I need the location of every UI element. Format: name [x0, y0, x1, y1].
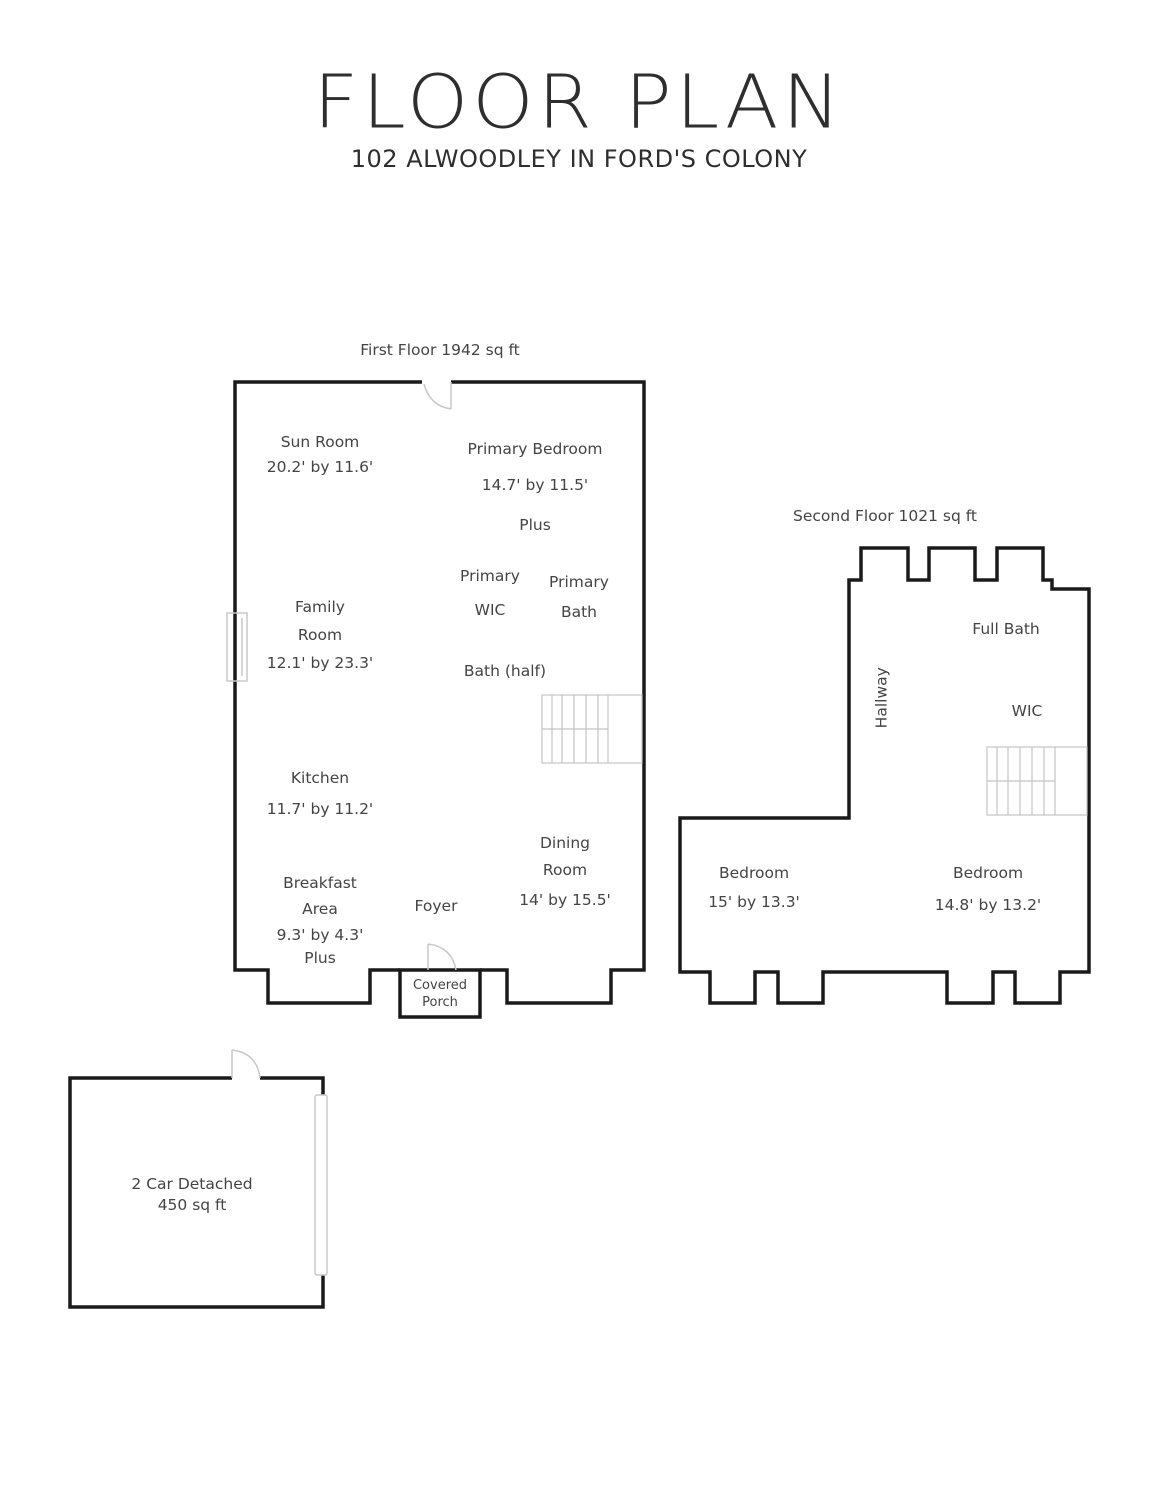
room-kitchen-name: Kitchen — [290, 769, 350, 787]
second-floor-label: Second Floor 1021 sq ft — [793, 507, 977, 525]
garage-overhead-door-icon — [314, 1094, 328, 1276]
first-floor-label: First Floor 1942 sq ft — [360, 341, 520, 359]
room-primary-wic-line1: Primary — [460, 567, 520, 585]
room-half-bath-name: Bath (half) — [463, 662, 547, 680]
room-kitchen-dims: 11.7' by 11.2' — [266, 800, 374, 818]
room-sun-room-name: Sun Room — [280, 433, 360, 451]
room-dining-room-line2: Room — [542, 861, 588, 879]
room-full-bath-name: Full Bath — [972, 620, 1040, 638]
second-floor-outline — [678, 546, 1091, 1005]
room-bedroom-right-dims: 14.8' by 13.2' — [934, 896, 1042, 914]
room-family-room-line2: Room — [297, 626, 343, 644]
room-primary-bedroom-dims: 14.7' by 11.5' — [481, 476, 589, 494]
garage-door-swing-icon — [231, 1049, 261, 1079]
room-dining-room-line1: Dining — [539, 834, 591, 852]
room-breakfast-area-note: Plus — [304, 949, 336, 967]
room-primary-bath-line2: Bath — [560, 603, 598, 621]
first-floor-outline — [233, 380, 646, 1019]
room-hallway-name: Hallway — [872, 667, 891, 729]
room-sun-room-dims: 20.2' by 11.6' — [266, 458, 374, 476]
room-primary-bedroom-note: Plus — [519, 516, 551, 534]
room-family-room-line1: Family — [295, 598, 345, 616]
stairs-icon — [986, 746, 1088, 816]
garage-label-line2: 450 sq ft — [157, 1196, 227, 1214]
room-covered-porch-line1: Covered — [412, 978, 468, 993]
room-family-room-dims: 12.1' by 23.3' — [266, 654, 374, 672]
room-breakfast-area-dims: 9.3' by 4.3' — [276, 926, 364, 944]
stairs-icon — [541, 694, 643, 764]
room-breakfast-area-line1: Breakfast — [283, 874, 357, 892]
front-door-swing-icon — [427, 943, 457, 971]
garage-label-line1: 2 Car Detached — [131, 1175, 253, 1193]
side-door-icon — [226, 612, 248, 682]
room-bedroom-left-name: Bedroom — [718, 864, 790, 882]
room-covered-porch-line2: Porch — [422, 995, 458, 1010]
room-breakfast-area-line2: Area — [302, 900, 338, 918]
garage-outline — [68, 1076, 325, 1309]
page-title: FLOOR PLAN — [313, 60, 845, 146]
page-subtitle: 102 ALWOODLEY IN FORD'S COLONY — [350, 145, 808, 173]
door-swing-icon — [423, 382, 452, 410]
room-wic-name: WIC — [1011, 702, 1043, 720]
room-primary-bedroom-name: Primary Bedroom — [467, 440, 603, 458]
room-dining-room-dims: 14' by 15.5' — [519, 891, 611, 909]
room-primary-bath-line1: Primary — [549, 573, 609, 591]
room-bedroom-left-dims: 15' by 13.3' — [708, 893, 800, 911]
room-primary-wic-line2: WIC — [474, 601, 506, 619]
room-bedroom-right-name: Bedroom — [952, 864, 1024, 882]
room-foyer-name: Foyer — [414, 897, 458, 915]
